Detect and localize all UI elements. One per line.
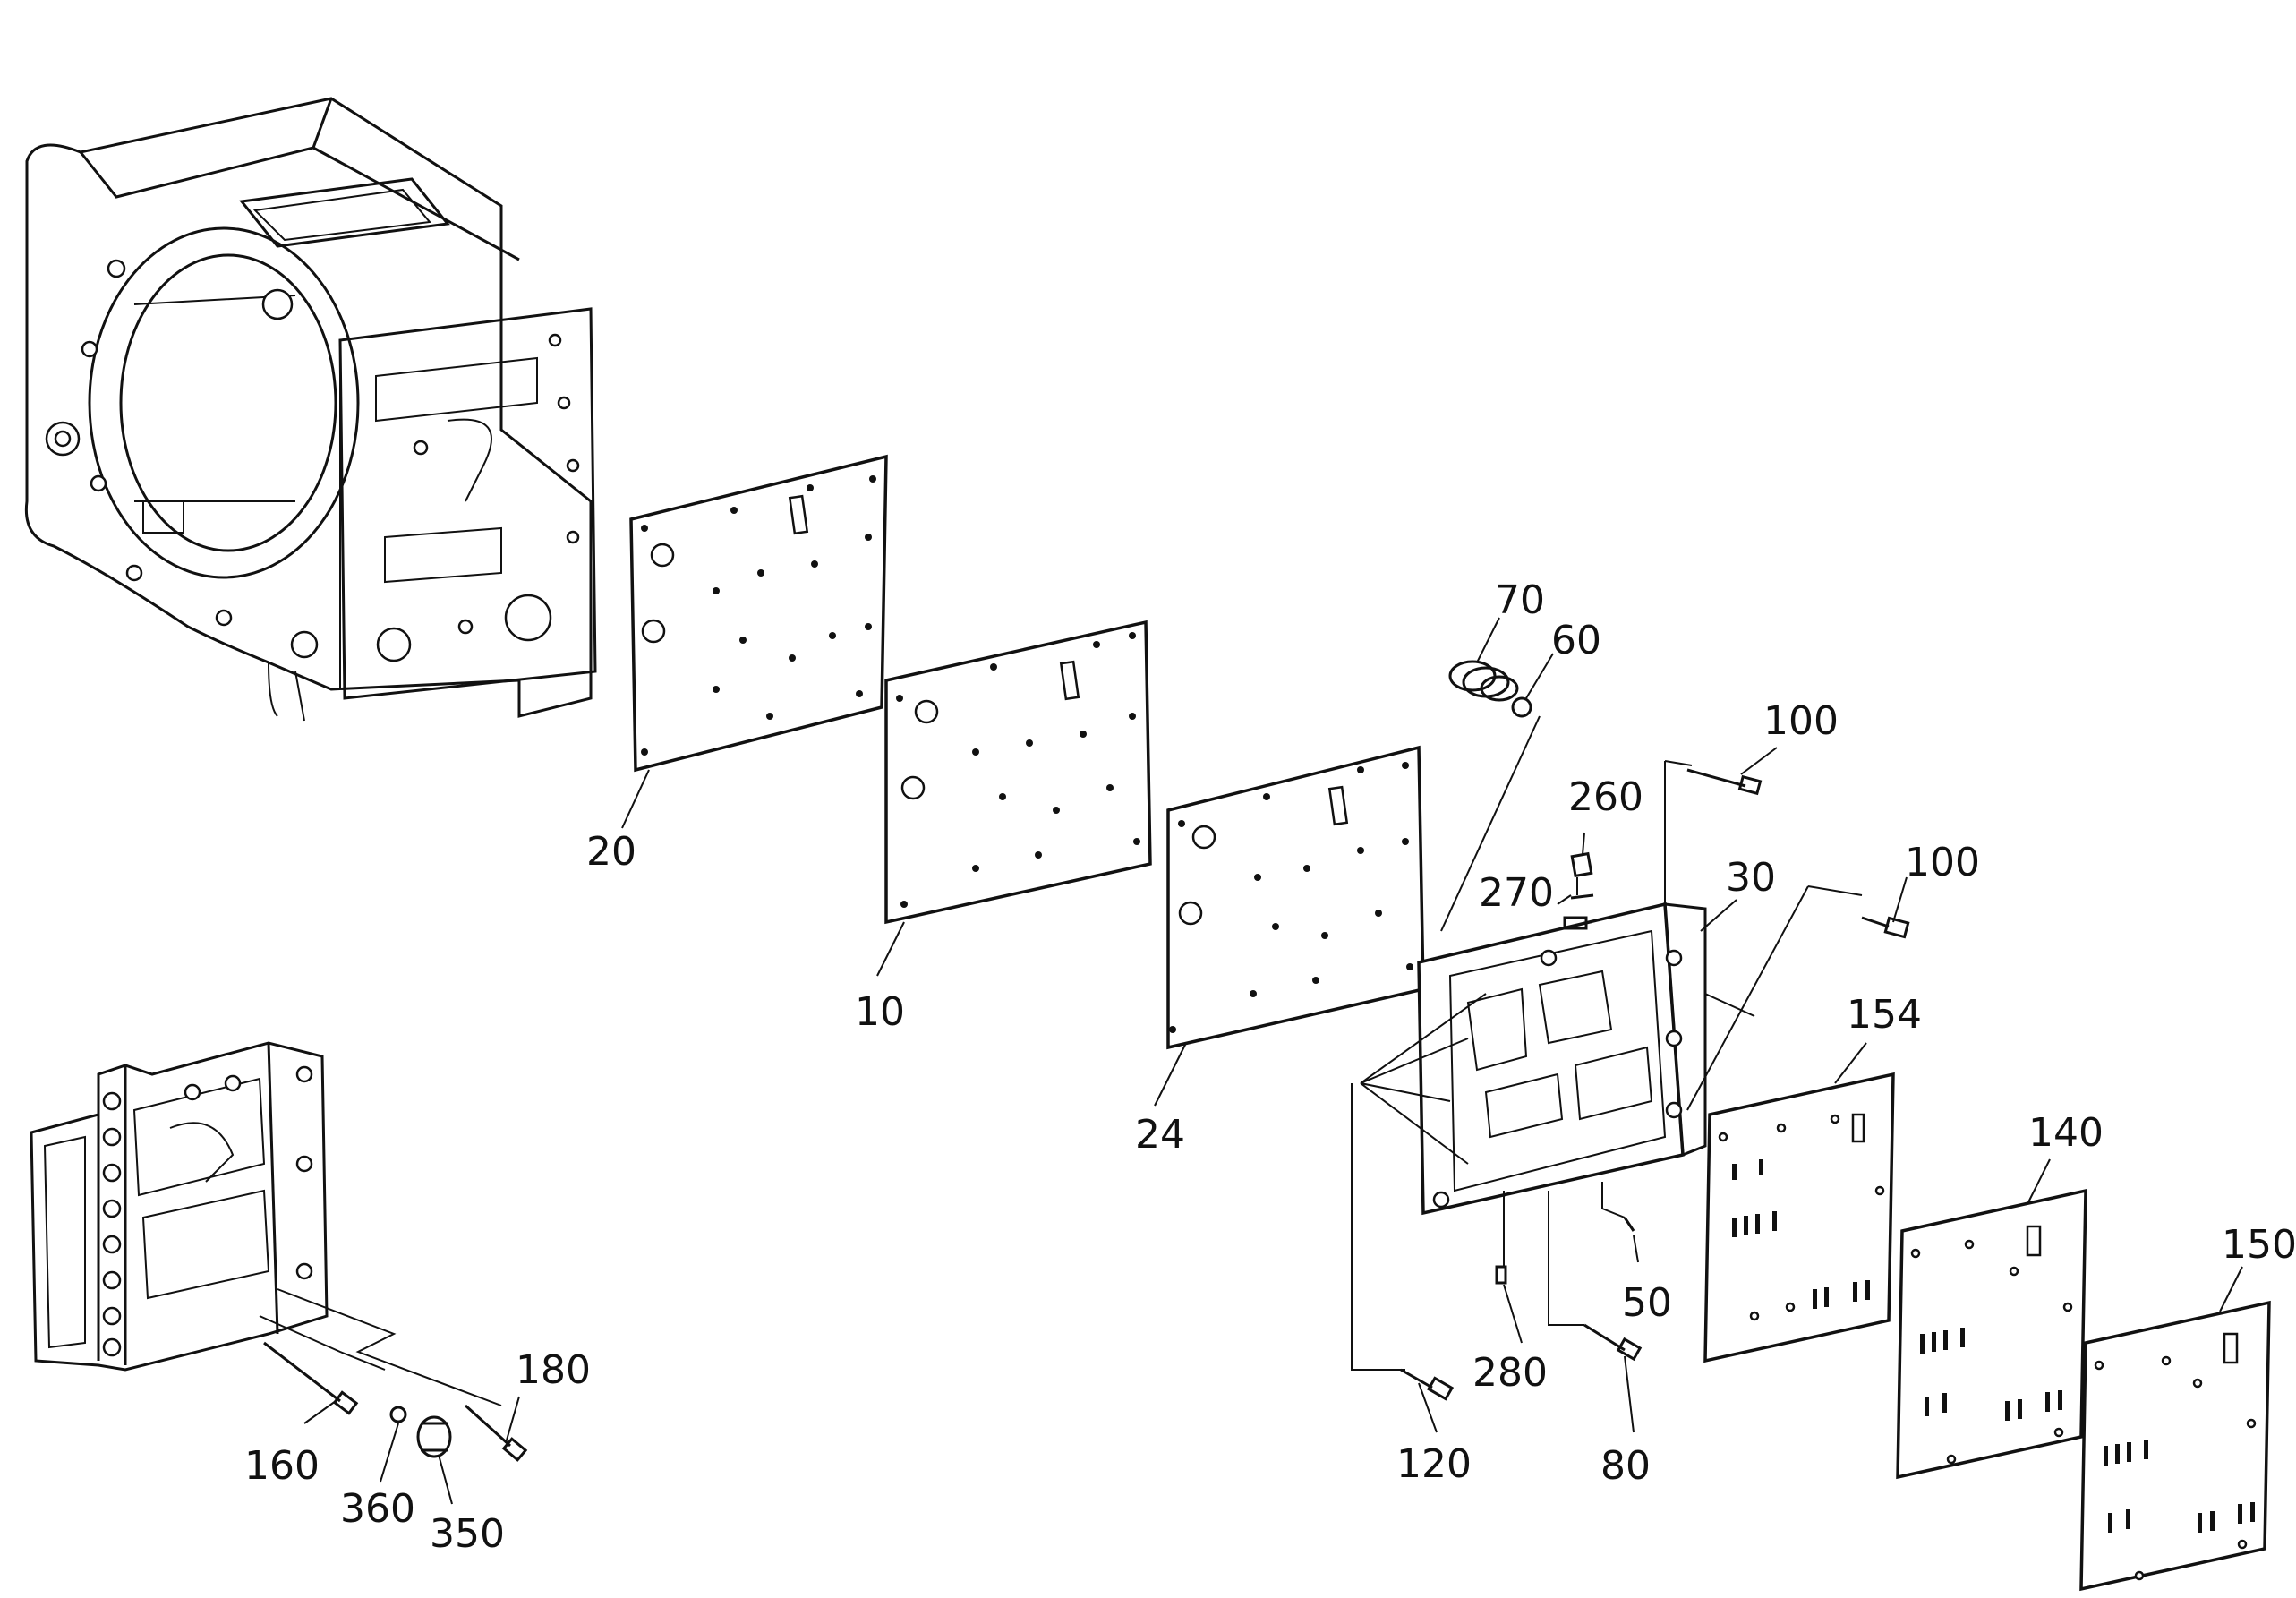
callout-labels: 20 10 24 70 60 100 260 270 30 100 154 14… bbox=[244, 577, 2296, 1557]
callout-140: 140 bbox=[2028, 1110, 2104, 1156]
callout-100-lower: 100 bbox=[1905, 840, 1980, 885]
ball-60 bbox=[1511, 696, 1532, 718]
plug-50 bbox=[1623, 1217, 1635, 1232]
bolt-80 bbox=[1583, 1323, 1643, 1362]
callout-360: 360 bbox=[340, 1486, 415, 1532]
plug-260 bbox=[1570, 851, 1593, 878]
valve-body-30 bbox=[1417, 902, 1707, 1216]
bolt-160 bbox=[263, 1341, 359, 1415]
callout-260: 260 bbox=[1568, 774, 1643, 820]
callout-70: 70 bbox=[1495, 577, 1545, 623]
callout-180: 180 bbox=[516, 1347, 591, 1393]
ring-270 bbox=[1563, 893, 1594, 930]
callout-270: 270 bbox=[1479, 870, 1554, 916]
separator-plate-20 bbox=[629, 454, 888, 773]
callout-50: 50 bbox=[1622, 1280, 1672, 1326]
bolt-180 bbox=[464, 1404, 528, 1462]
bolt-100-upper bbox=[1686, 768, 1763, 796]
assembly-lines bbox=[1351, 715, 1863, 1371]
callout-100-upper: 100 bbox=[1763, 698, 1839, 744]
callout-280: 280 bbox=[1472, 1350, 1548, 1396]
callout-10: 10 bbox=[855, 989, 905, 1035]
callout-60: 60 bbox=[1551, 618, 1601, 663]
washer-360 bbox=[389, 1406, 407, 1423]
callout-80: 80 bbox=[1600, 1443, 1651, 1489]
callout-350: 350 bbox=[430, 1511, 505, 1557]
callout-20: 20 bbox=[586, 829, 636, 875]
separator-plate-154 bbox=[1703, 1072, 1895, 1363]
callout-30: 30 bbox=[1726, 855, 1776, 901]
callout-160: 160 bbox=[244, 1443, 320, 1489]
callout-120: 120 bbox=[1396, 1441, 1472, 1487]
leader-lines bbox=[303, 617, 2243, 1505]
solenoid-350 bbox=[416, 1415, 452, 1458]
separator-plate-24 bbox=[1166, 745, 1425, 1050]
callout-150: 150 bbox=[2222, 1222, 2296, 1268]
separator-plate-10 bbox=[884, 620, 1152, 925]
separator-plate-150 bbox=[2079, 1300, 2271, 1592]
bolt-100-lower bbox=[1861, 916, 1910, 939]
valve-assembly bbox=[30, 1041, 502, 1406]
separator-plate-140 bbox=[1896, 1188, 2087, 1480]
pin-280 bbox=[1495, 1265, 1507, 1285]
callout-154: 154 bbox=[1847, 992, 1922, 1038]
callout-24: 24 bbox=[1135, 1112, 1185, 1158]
bolt-120 bbox=[1400, 1368, 1455, 1401]
transmission-housing bbox=[24, 97, 597, 722]
spring-70 bbox=[1448, 660, 1519, 702]
